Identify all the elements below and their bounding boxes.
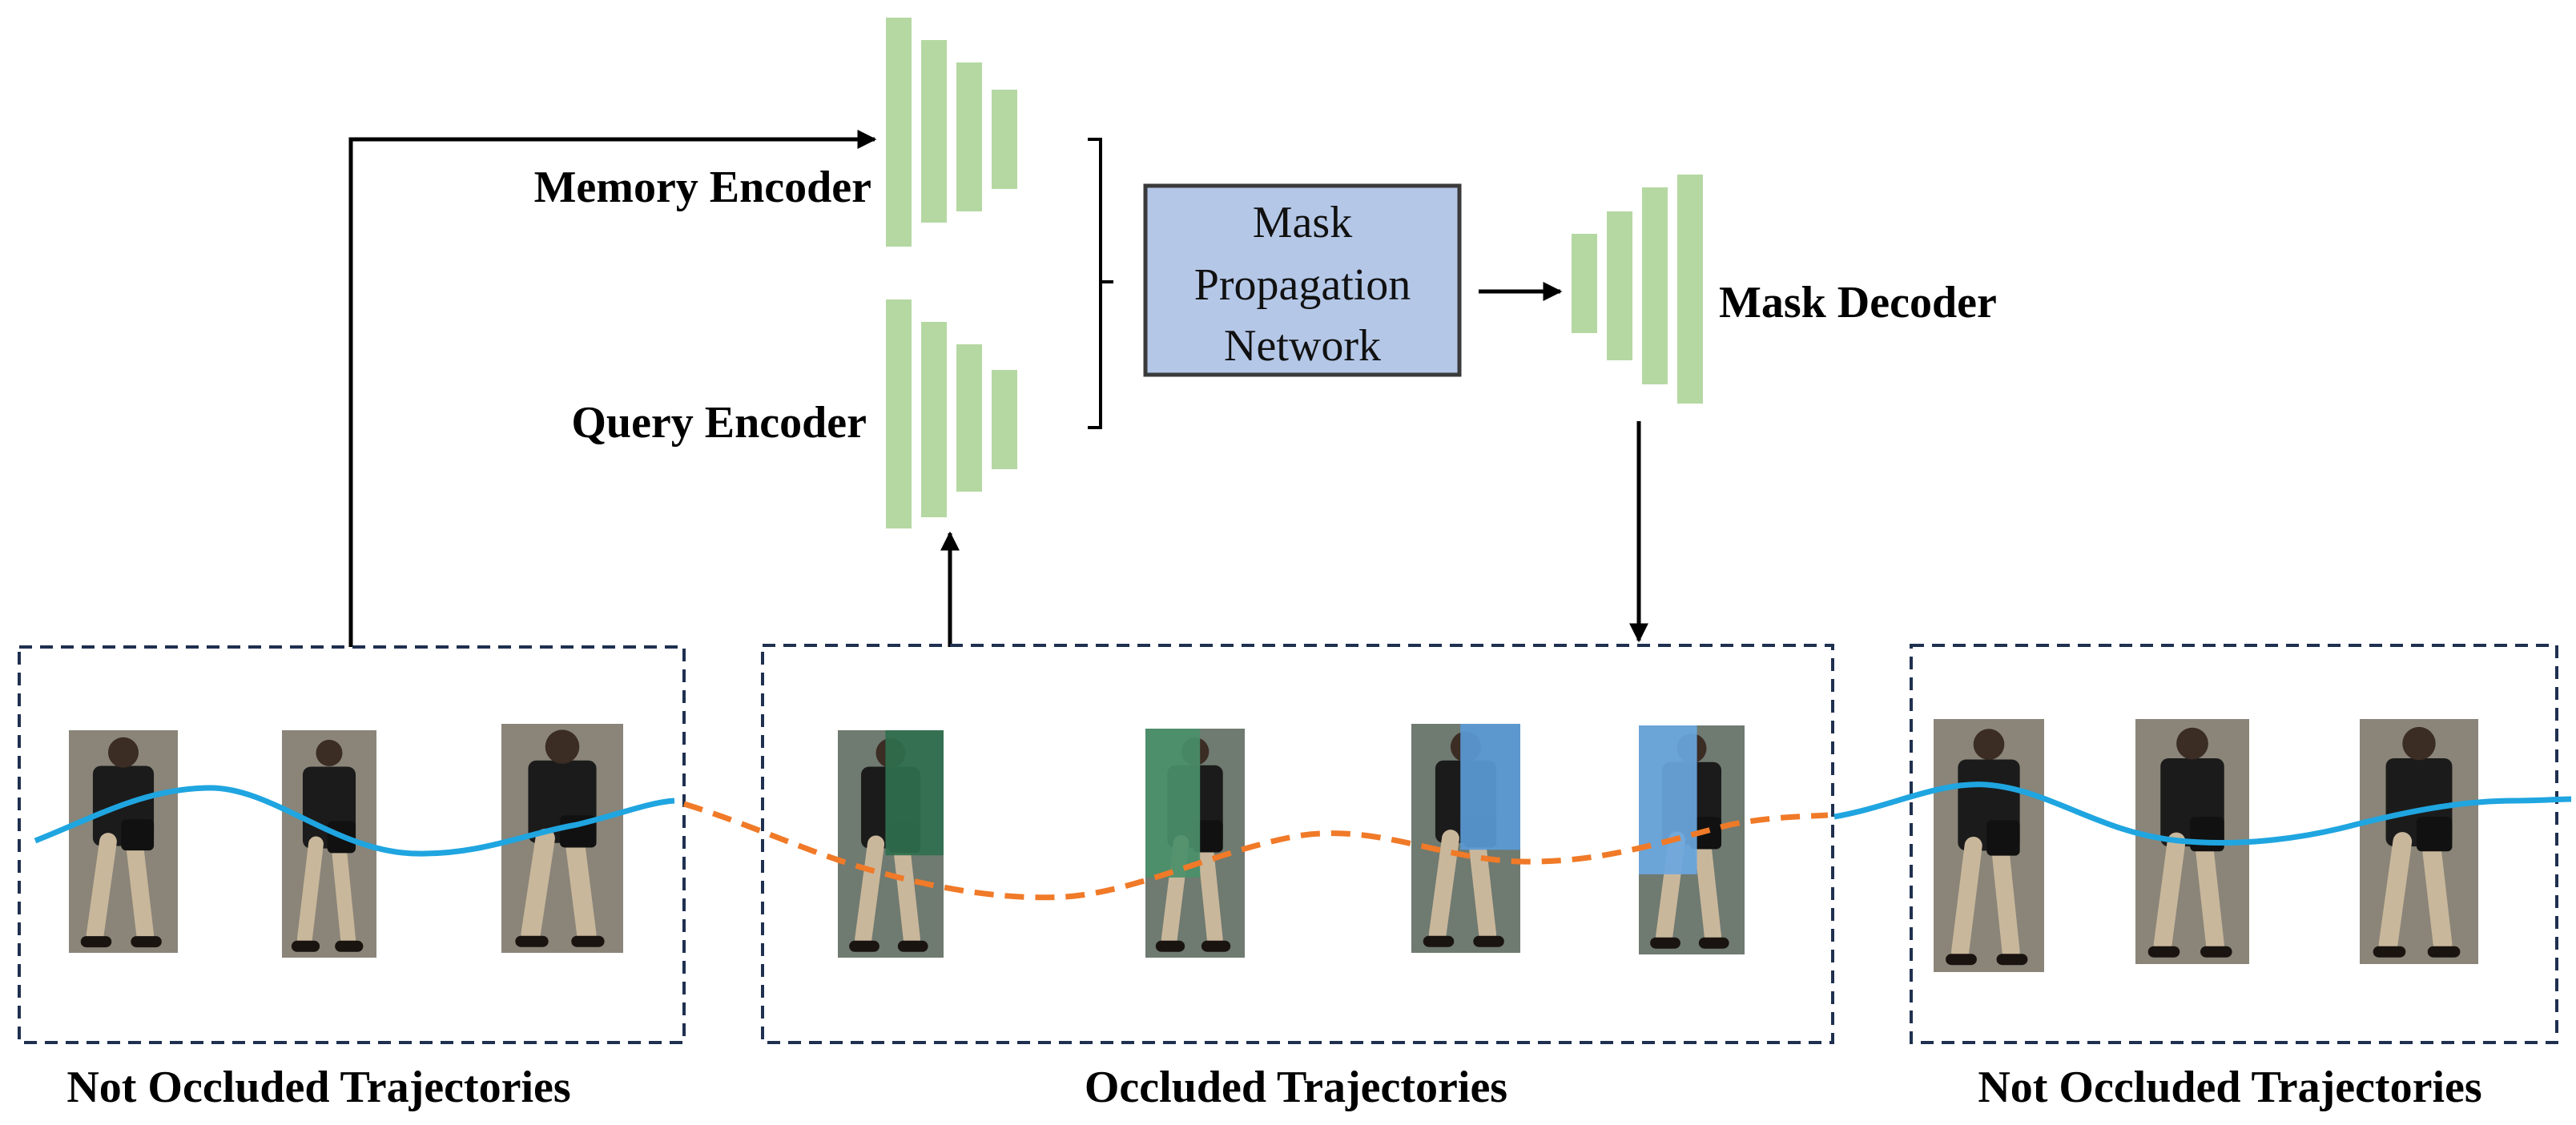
- not-occluded-box-right: [1910, 644, 2558, 1044]
- mask-decoder-label: Mask Decoder: [1719, 278, 1997, 327]
- mpn-label-line1: Mask: [1253, 198, 1352, 247]
- occluded-box: [761, 644, 1834, 1044]
- encoder-merge-bracket: [1088, 138, 1113, 429]
- flow-arrows: [348, 130, 1648, 647]
- trajectory-occluded: [682, 801, 1829, 901]
- pedestrian-photo-icon: [69, 730, 178, 953]
- group-label-right: Not Occluded Trajectories: [1978, 1063, 2481, 1112]
- trajectory-visible-right: [1833, 781, 2572, 846]
- pedestrian-photo-icon: [1411, 724, 1520, 953]
- mask-decoder-bars: [1572, 175, 1703, 404]
- not-occluded-box-left: [18, 645, 686, 1044]
- pedestrian-photo-icon: [1934, 719, 2044, 972]
- mask-propagation-network-box: Mask Propagation Network: [1143, 183, 1462, 377]
- pedestrian-photo-icon: [838, 730, 944, 958]
- trajectory-lines: [34, 781, 2572, 901]
- query-encoder-bars: [886, 299, 1017, 528]
- group-label-center: Occluded Trajectories: [1085, 1063, 1507, 1112]
- mpn-label-line3: Network: [1224, 321, 1381, 371]
- pedestrian-photo-icon: [2360, 719, 2478, 964]
- pedestrian-photo-icon: [1639, 725, 1745, 954]
- group-boxes: [18, 644, 2558, 1044]
- pedestrian-frames: [69, 719, 2478, 972]
- memory-encoder-bars: [886, 18, 1017, 247]
- pedestrian-photo-icon: [1145, 729, 1245, 958]
- memory-encoder-label: Memory Encoder: [534, 163, 871, 212]
- arrow-to-memory-encoder: [348, 130, 877, 647]
- query-encoder-label: Query Encoder: [571, 398, 867, 448]
- group-label-left: Not Occluded Trajectories: [66, 1063, 570, 1112]
- trajectory-visible-left: [34, 785, 675, 857]
- mpn-label-line2: Propagation: [1194, 260, 1411, 310]
